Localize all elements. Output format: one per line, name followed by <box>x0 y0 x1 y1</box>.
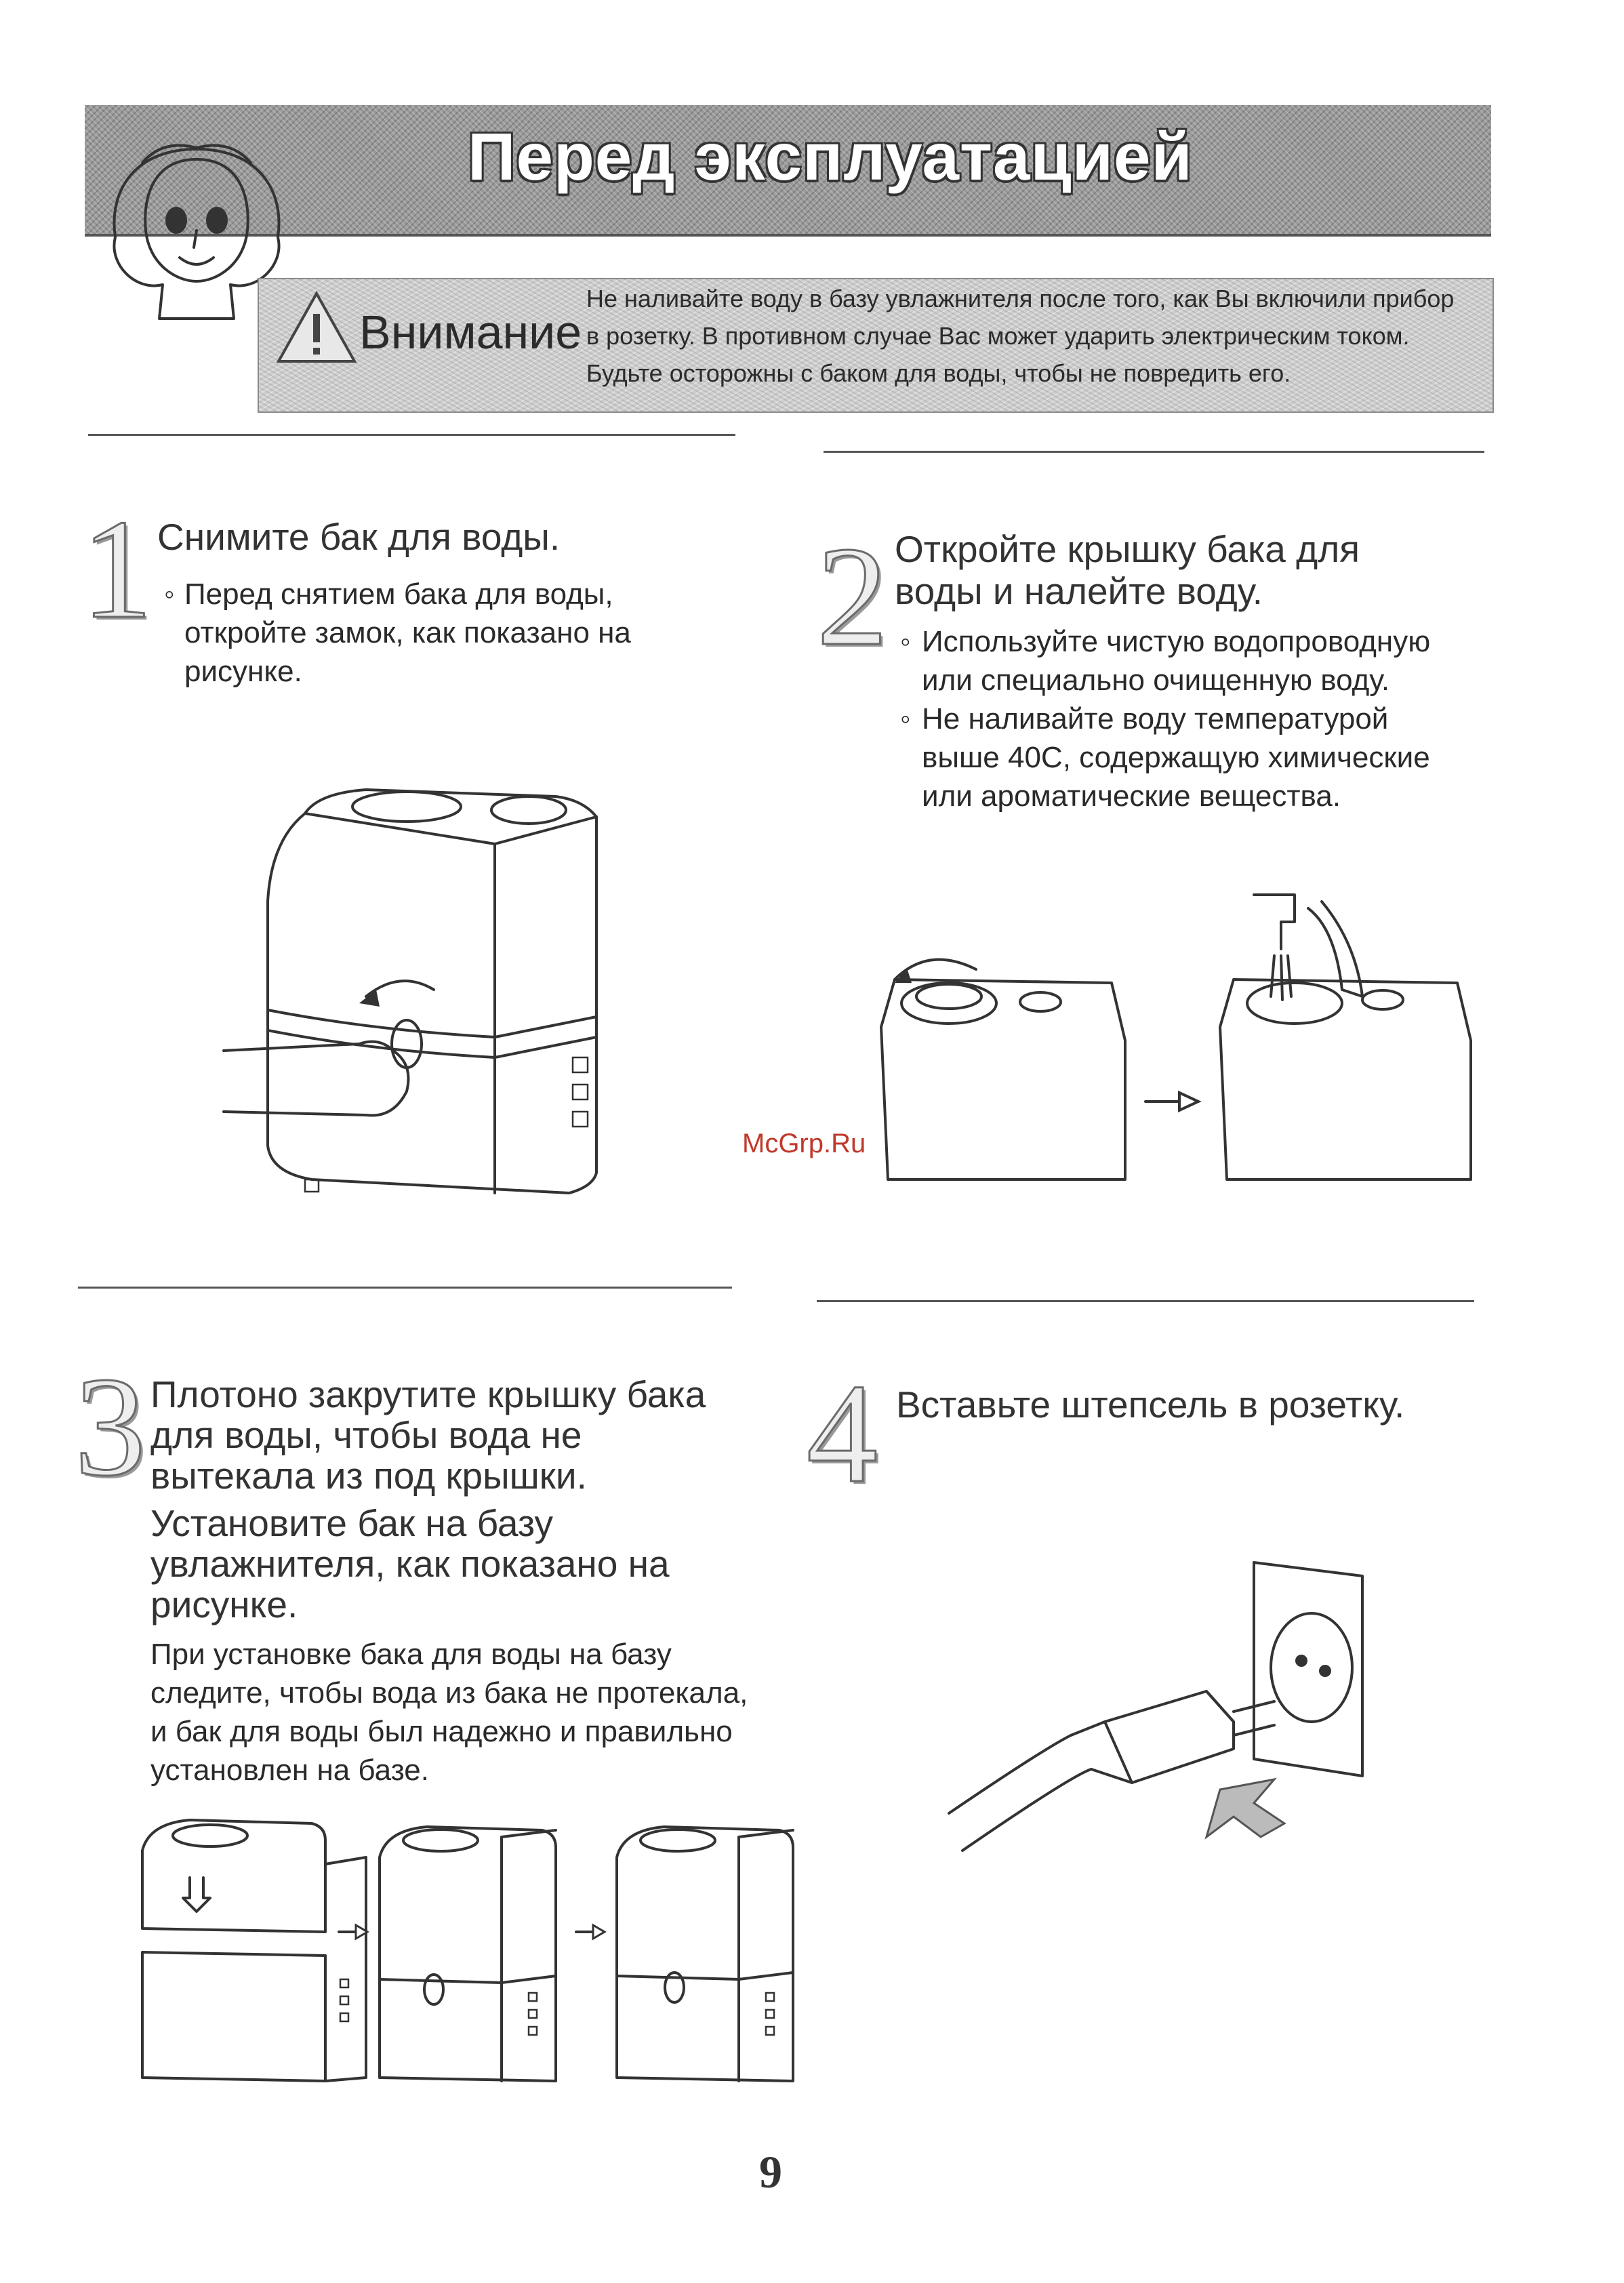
step-3-title-line-4: Установите бак на базу <box>150 1502 553 1544</box>
step-3-body-line-1: При установке бака для воды на базу <box>150 1638 672 1671</box>
step-3-body-line-3: и бак для воды был надежно и правильно <box>150 1715 733 1748</box>
step-2-bullet-1-line-1: Используйте чистую водопроводную <box>922 625 1431 658</box>
step-1-bullet-line-2: откройте замок, как показано на <box>184 616 631 649</box>
step-4-number: 4 <box>806 1355 879 1512</box>
step-2-bullet-2-line-2: выше 40С, содержащую химические <box>922 741 1430 774</box>
divider-step-1 <box>88 434 735 436</box>
step-2-bullet-1-line-2: или специально очищенную воду. <box>922 664 1390 697</box>
install-tank-illustration <box>141 1819 794 2082</box>
caution-line-3: Будьте осторожны с баком для воды, чтобы… <box>586 359 1291 387</box>
step-2-bullet-2-line-3: или ароматические вещества. <box>922 780 1341 813</box>
plug-socket-illustration <box>948 1561 1364 1852</box>
step-3-title-line-2: для воды, чтобы вода не <box>150 1414 582 1456</box>
mascot-face-illustration <box>113 144 281 320</box>
watermark: McGrp.Ru <box>742 1129 866 1158</box>
divider-step-3 <box>78 1287 732 1289</box>
step-3-title-line-5: увлажнителя, как показано на <box>150 1543 670 1585</box>
divider-step-2 <box>824 451 1484 453</box>
step-2-bullet-1-marker: ◦ <box>900 625 911 658</box>
caution-box <box>258 278 1494 413</box>
fill-tank-illustration <box>880 893 1472 1181</box>
step-2-title-line-2: воды и налейте воду. <box>895 570 1263 612</box>
step-2-number: 2 <box>816 518 889 675</box>
remove-tank-illustration <box>222 788 598 1194</box>
step-3-body-line-2: следите, чтобы вода из бака не протекала… <box>150 1676 748 1710</box>
caution-line-2: в розетку. В противном случае Вас может … <box>586 322 1410 350</box>
step-1-bullet-marker: ◦ <box>164 578 175 611</box>
step-2-bullet-2-line-1: Не наливайте воду температурой <box>922 702 1389 735</box>
step-1-bullet-line-3: рисунке. <box>184 655 302 688</box>
step-3-title-line-3: вытекала из под крышки. <box>150 1455 587 1497</box>
step-2-bullet-2-marker: ◦ <box>900 702 911 735</box>
header-band <box>85 105 1491 237</box>
step-3-body-line-4: установлен на базе. <box>150 1754 429 1787</box>
step-3-number: 3 <box>74 1348 147 1506</box>
caution-label: Внимание <box>359 306 582 359</box>
page-title: Перед эксплуатацией <box>468 119 1193 194</box>
step-1-bullet-line-1: Перед снятием бака для воды, <box>184 578 613 611</box>
step-3-title-line-1: Плотоно закрутите крышку бака <box>150 1373 706 1415</box>
warning-triangle-icon <box>276 290 357 363</box>
step-1-title: Снимите бак для воды. <box>157 516 561 558</box>
divider-step-4 <box>817 1300 1474 1302</box>
step-4-title: Вставьте штепсель в розетку. <box>896 1383 1405 1426</box>
caution-line-1: Не наливайте воду в базу увлажнителя пос… <box>586 285 1455 312</box>
step-1-number: 1 <box>81 491 154 648</box>
page-number: 9 <box>759 2146 782 2198</box>
step-2-title-line-1: Откройте крышку бака для <box>895 528 1360 570</box>
step-3-title-line-6: рисунке. <box>150 1583 298 1625</box>
